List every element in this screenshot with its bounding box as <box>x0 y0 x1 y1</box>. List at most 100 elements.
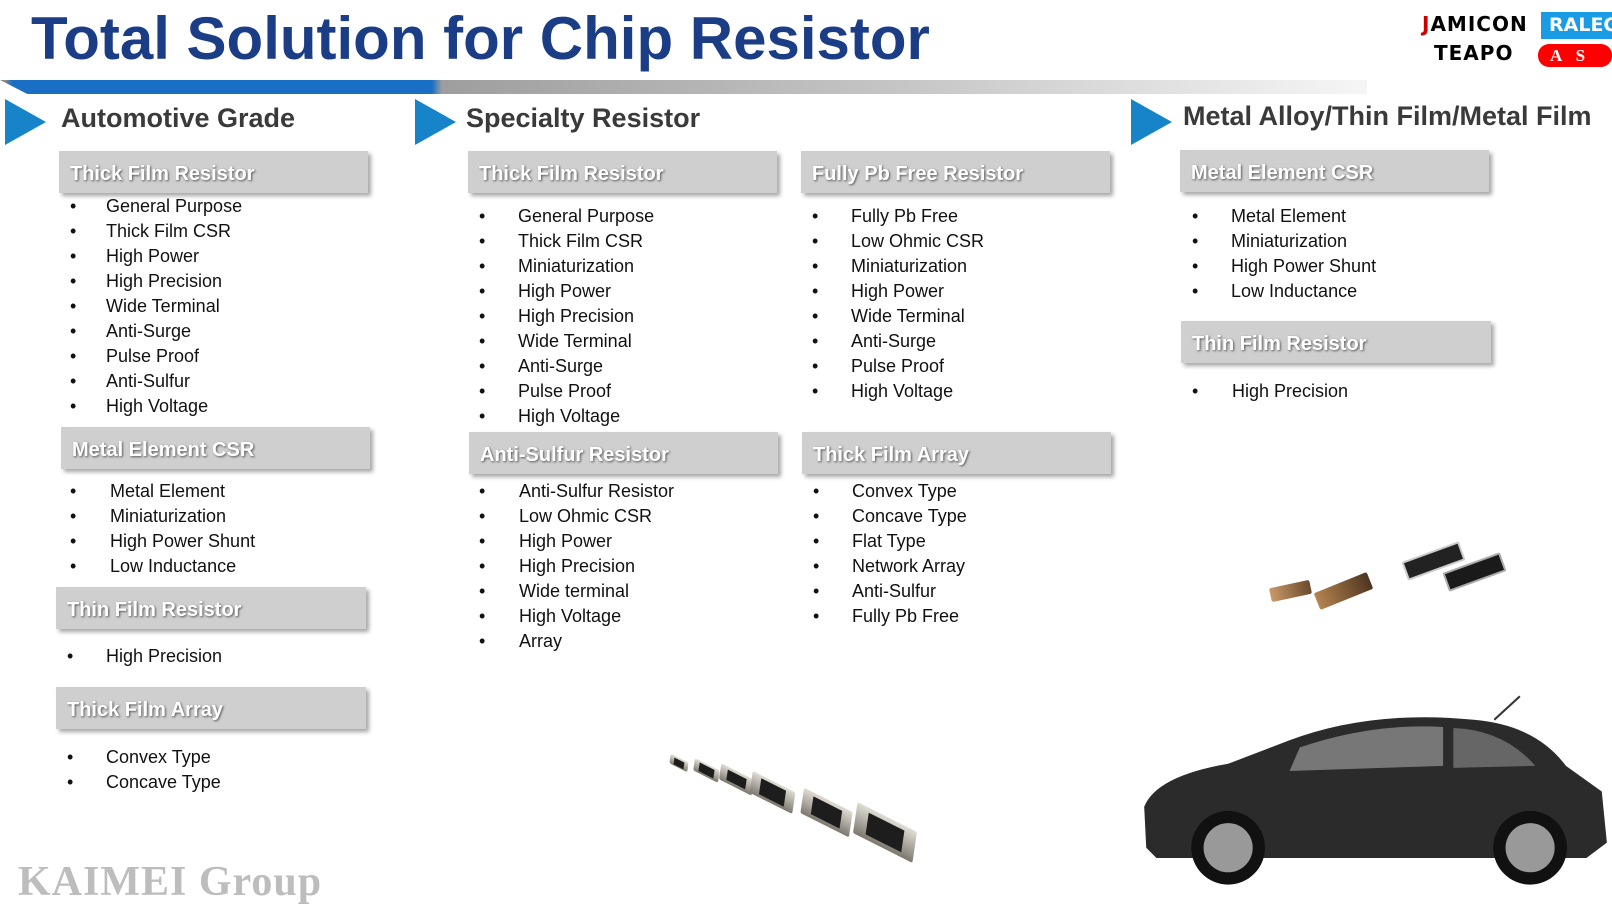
bullet-icon: • <box>479 581 486 601</box>
list-item-label: Miniaturization <box>110 506 227 526</box>
bullet-icon: • <box>812 381 819 401</box>
section-arrow-icon <box>415 99 456 145</box>
bullet-icon: • <box>70 321 77 341</box>
group-header: Thick Film Resistor <box>59 151 368 193</box>
bullet-icon: • <box>70 531 77 551</box>
list-item-label: Concave Type <box>852 506 967 526</box>
bullet-icon: • <box>812 331 819 351</box>
list-item-label: High Power Shunt <box>1231 256 1377 276</box>
list-item-label: Thick Film CSR <box>106 221 231 241</box>
list-item: •Wide Terminal <box>70 294 220 319</box>
group-header: Metal Element CSR <box>61 427 370 469</box>
list-item: •Fully Pb Free <box>813 604 959 629</box>
list-item-label: High Voltage <box>519 606 622 626</box>
bullet-icon: • <box>1192 281 1199 301</box>
bullet-icon: • <box>812 231 819 251</box>
group-header: Metal Element CSR <box>1180 150 1489 192</box>
bullet-icon: • <box>1192 206 1199 226</box>
bullet-icon: • <box>813 581 820 601</box>
bullet-icon: • <box>479 256 486 276</box>
list-item-label: High Power <box>851 281 945 301</box>
bullet-icon: • <box>1192 256 1199 276</box>
list-item: • Low Ohmic CSR <box>479 504 652 529</box>
list-item: •Pulse Proof <box>70 344 199 369</box>
chip-resistors-image <box>658 750 925 873</box>
list-item: •High Precision <box>479 304 634 329</box>
list-item: •Flat Type <box>813 529 926 554</box>
bullet-icon: • <box>479 381 486 401</box>
list-item-label: High Voltage <box>851 381 954 401</box>
jamicon-rest: AMICON <box>1430 12 1528 36</box>
bullet-icon: • <box>812 256 819 276</box>
list-item: • Anti-Sulfur <box>813 579 936 604</box>
bullet-icon: • <box>70 371 77 391</box>
list-item-label: High Power <box>518 281 612 301</box>
title-underline-bar <box>0 80 1367 94</box>
list-item: •Miniaturization <box>70 504 226 529</box>
list-item-label: High Power <box>106 246 200 266</box>
list-item-label: High Voltage <box>106 396 209 416</box>
list-item: •Low Ohmic CSR <box>812 229 984 254</box>
list-item-label: General Purpose <box>106 196 243 216</box>
list-item-label: High Voltage <box>518 406 621 426</box>
list-item: •High Precision <box>67 644 222 669</box>
bullet-icon: • <box>70 481 77 501</box>
group-header: Thick Film Resistor <box>468 151 777 193</box>
list-item-label: Flat Type <box>852 531 926 551</box>
bullet-icon: • <box>812 306 819 326</box>
kaimei-watermark: KAIMEI Group <box>18 859 323 905</box>
bullet-icon: • <box>67 747 74 767</box>
list-item-label: Pulse Proof <box>851 356 945 376</box>
bullet-icon: • <box>813 506 820 526</box>
bullet-icon: • <box>70 246 77 266</box>
list-item-label: Anti-Sulfur <box>852 581 937 601</box>
group-header: Thin Film Resistor <box>1181 321 1491 363</box>
bullet-icon: • <box>70 196 77 216</box>
list-item: • High Power Shunt <box>1192 254 1376 279</box>
car-image <box>1144 695 1607 885</box>
bullet-icon: • <box>479 306 486 326</box>
list-item: •Metal Element <box>1192 204 1346 229</box>
list-item: •High Voltage <box>479 604 621 629</box>
list-item-label: Metal Element <box>110 481 226 501</box>
list-item-label: Low Ohmic CSR <box>519 506 653 526</box>
list-item: •Anti-Sulfur Resistor <box>479 479 674 504</box>
list-item: • Metal Element <box>70 479 225 504</box>
list-item: •Anti-Surge <box>479 354 603 379</box>
list-item-label: High Precision <box>106 646 223 666</box>
list-item: •Miniaturization <box>812 254 967 279</box>
list-item: • High Voltage <box>812 379 953 404</box>
bullet-icon: • <box>479 206 486 226</box>
bullet-icon: • <box>67 772 74 792</box>
group-header: Thick Film Array <box>56 687 366 729</box>
bullet-icon: • <box>813 556 820 576</box>
list-item: •High Power <box>812 279 944 304</box>
bullet-icon: • <box>479 406 486 426</box>
list-item-label: High Power <box>519 531 613 551</box>
list-item-label: High Precision <box>519 556 636 576</box>
list-item-label: Anti-Surge <box>106 321 192 341</box>
bullet-icon: • <box>813 481 820 501</box>
bullet-icon: • <box>479 531 486 551</box>
list-item-label: Array <box>519 631 563 651</box>
list-item: •Concave Type <box>67 770 221 795</box>
list-item: • Thick Film CSR <box>70 219 231 244</box>
section-title: Automotive Grade <box>61 103 296 133</box>
list-item-label: Anti-Sulfur Resistor <box>519 481 675 501</box>
list-item: •Low Inductance <box>1192 279 1357 304</box>
list-item-label: High Precision <box>1232 381 1349 401</box>
bullet-icon: • <box>479 631 486 651</box>
list-item: •Anti-Sulfur <box>70 369 190 394</box>
group-header: Anti-Sulfur Resistor <box>469 432 778 474</box>
list-item-label: High Power Shunt <box>110 531 256 551</box>
bullet-icon: • <box>479 556 486 576</box>
list-item: •Pulse Proof <box>479 379 611 404</box>
bullet-icon: • <box>70 221 77 241</box>
bullet-icon: • <box>812 206 819 226</box>
bullet-icon: • <box>70 396 77 416</box>
bullet-icon: • <box>479 506 486 526</box>
list-item-label: Fully Pb Free <box>851 206 959 226</box>
bullet-icon: • <box>70 346 77 366</box>
list-item-label: Thick Film CSR <box>518 231 643 251</box>
bullet-icon: • <box>1192 231 1199 251</box>
